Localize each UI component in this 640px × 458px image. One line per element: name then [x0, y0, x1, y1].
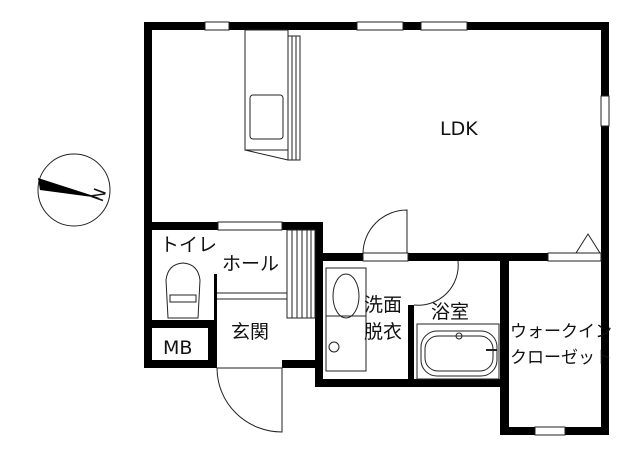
room-label-mb: MB [163, 337, 192, 359]
toilet-fixture [165, 262, 201, 319]
doors [216, 209, 601, 433]
kitchen-counter [244, 29, 301, 161]
room-label-closet-2: クローゼット [510, 348, 612, 368]
compass-needle-icon [38, 178, 100, 198]
wash-basin [325, 267, 367, 372]
windows [204, 21, 610, 436]
walls [144, 22, 609, 435]
compass: N [37, 153, 111, 227]
room-label-entrance: 玄関 [231, 321, 269, 343]
stairs [217, 229, 316, 319]
bathtub [416, 323, 500, 380]
compass-north-label: N [88, 186, 111, 205]
room-label-washroom-2: 脱衣 [364, 321, 402, 343]
room-label-bathroom: 浴室 [431, 301, 469, 323]
room-label-washroom-1: 洗面 [364, 294, 402, 316]
room-label-hall: ホール [222, 253, 279, 275]
room-label-toilet: トイレ [160, 234, 217, 256]
room-label-closet-1: ウォークイン [510, 322, 612, 342]
room-label-ldk: LDK [440, 118, 478, 140]
